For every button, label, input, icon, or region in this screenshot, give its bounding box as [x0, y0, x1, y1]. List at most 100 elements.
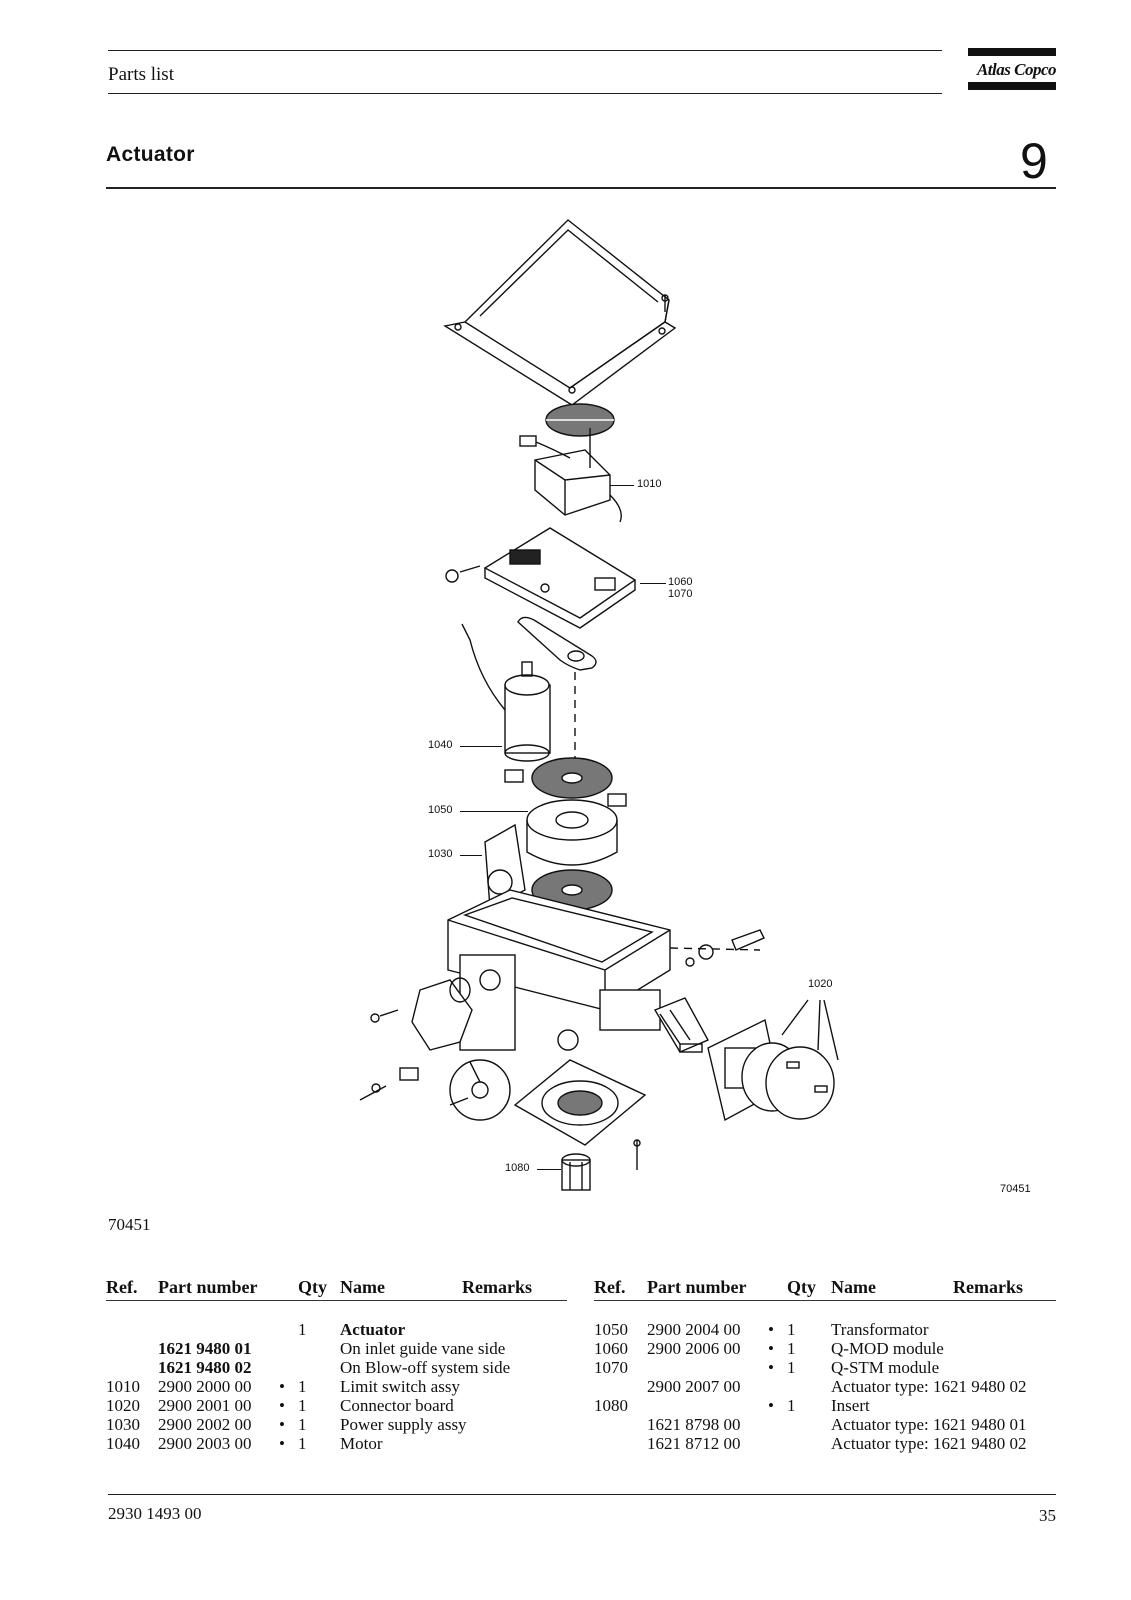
part-number-cell: 1621 9480 01: [158, 1339, 252, 1358]
connector-board-part: [653, 997, 709, 1053]
table-row: 1621 9480 01 On inlet guide vane side: [106, 1339, 567, 1358]
callout-1080: 1080: [505, 1162, 530, 1174]
qty-cell: 1: [787, 1358, 796, 1377]
document-number: 2930 1493 00: [108, 1504, 202, 1523]
name-cell: Limit switch assy: [340, 1377, 460, 1396]
callout-1080-leader: [537, 1169, 561, 1170]
col-part-number: Part number: [647, 1278, 755, 1301]
page-title: Actuator: [106, 143, 195, 166]
callout-1010: 1010: [637, 478, 662, 490]
col-ref: Ref.: [594, 1278, 647, 1301]
logo-bottom-bar: [968, 82, 1056, 90]
col-bullet: [755, 1278, 787, 1301]
bullet-cell: [266, 1358, 298, 1377]
title-rule: [106, 187, 1056, 189]
part-number-cell: 2900 2000 00: [158, 1377, 252, 1396]
bullet-cell: [755, 1415, 787, 1434]
washer-part: [504, 757, 627, 807]
qty-cell: [298, 1339, 340, 1358]
ref-cell: 1040: [106, 1434, 140, 1453]
name-cell: Q-STM module: [831, 1358, 940, 1377]
disc-part: [545, 403, 615, 437]
callout-1020: 1020: [808, 978, 833, 990]
exploded-view-diagram: [359, 219, 839, 1191]
qty-cell: 1: [298, 1396, 307, 1415]
figure-number-label: 70451: [1000, 1183, 1031, 1195]
name-cell: Q-MOD module: [831, 1339, 944, 1358]
name-cell: Motor: [340, 1434, 383, 1453]
transformer-part: [526, 799, 618, 866]
name-cell: On inlet guide vane side: [340, 1339, 506, 1358]
name-cell: Actuator type: 1621 9480 02: [831, 1377, 1027, 1396]
part-number-cell: 1621 8712 00: [647, 1434, 741, 1453]
bullet-cell: •: [768, 1320, 774, 1339]
col-name: Name: [831, 1278, 953, 1301]
bullet-cell: •: [768, 1358, 774, 1377]
ref-cell: 1080: [594, 1396, 628, 1415]
part-number-cell: 2900 2003 00: [158, 1434, 252, 1453]
part-number-cell: 1621 8798 00: [647, 1415, 741, 1434]
connector-housing-part: [707, 999, 839, 1122]
ref-cell: [106, 1339, 158, 1358]
ref-cell: [594, 1415, 647, 1434]
qty-cell: 1: [298, 1434, 307, 1453]
bullet-cell: •: [768, 1339, 774, 1358]
col-remarks: Remarks: [462, 1278, 567, 1301]
callout-1040-leader: [460, 746, 502, 747]
ref-cell: 1010: [106, 1377, 140, 1396]
col-bullet: [266, 1278, 298, 1301]
part-number-cell: 2900 2004 00: [647, 1320, 741, 1339]
bullet-cell: •: [279, 1434, 285, 1453]
cover-part: [443, 219, 677, 406]
table-row: 2900 2007 00 Actuator type: 1621 9480 02: [594, 1377, 1056, 1396]
callout-1050: 1050: [428, 804, 453, 816]
bullet-cell: •: [279, 1415, 285, 1434]
table-header-row: Ref. Part number Qty Name Remarks: [594, 1278, 1056, 1301]
col-qty: Qty: [787, 1278, 831, 1301]
callout-1060-leader: [640, 583, 666, 584]
ref-cell: 1030: [106, 1415, 140, 1434]
motor-part: [461, 623, 576, 765]
callout-1010-leader: [610, 485, 634, 486]
spacer-row: [106, 1301, 567, 1321]
figure-caption: 70451: [108, 1215, 151, 1234]
base-flange-part: [513, 1059, 647, 1170]
part-number-cell: 2900 2001 00: [158, 1396, 252, 1415]
bolt-part: [685, 929, 765, 967]
section-label: Parts list: [108, 64, 174, 85]
header-top-rule: [108, 50, 942, 51]
qty-cell: 1: [298, 1415, 307, 1434]
part-number-cell: 2900 2002 00: [158, 1415, 252, 1434]
power-supply-part: [484, 823, 526, 910]
logo-wordmark: Atlas Copco: [976, 60, 1057, 79]
housing-part: [447, 889, 761, 1051]
part-number-cell: 2900 2007 00: [647, 1377, 741, 1396]
bullet-cell: [266, 1339, 298, 1358]
qty-cell: [298, 1358, 340, 1377]
bullet-cell: [755, 1377, 787, 1396]
qty-cell: [787, 1377, 831, 1396]
qty-cell: 1: [787, 1339, 796, 1358]
page-number: 35: [1039, 1506, 1056, 1525]
part-number-cell: 2900 2006 00: [647, 1339, 741, 1358]
qty-cell: 1: [298, 1377, 307, 1396]
callout-1030-leader: [460, 855, 482, 856]
limit-switch-part: [519, 428, 622, 523]
brand-logo: Atlas Copco: [968, 48, 1057, 92]
logo-top-bar: [968, 48, 1056, 56]
col-qty: Qty: [298, 1278, 340, 1301]
callout-1050-leader: [460, 811, 528, 812]
part-number-cell: [647, 1358, 755, 1377]
qty-cell: 1: [787, 1396, 796, 1415]
bullet-cell: •: [768, 1396, 774, 1415]
qty-cell: 1: [298, 1320, 307, 1339]
ref-cell: 1020: [106, 1396, 140, 1415]
